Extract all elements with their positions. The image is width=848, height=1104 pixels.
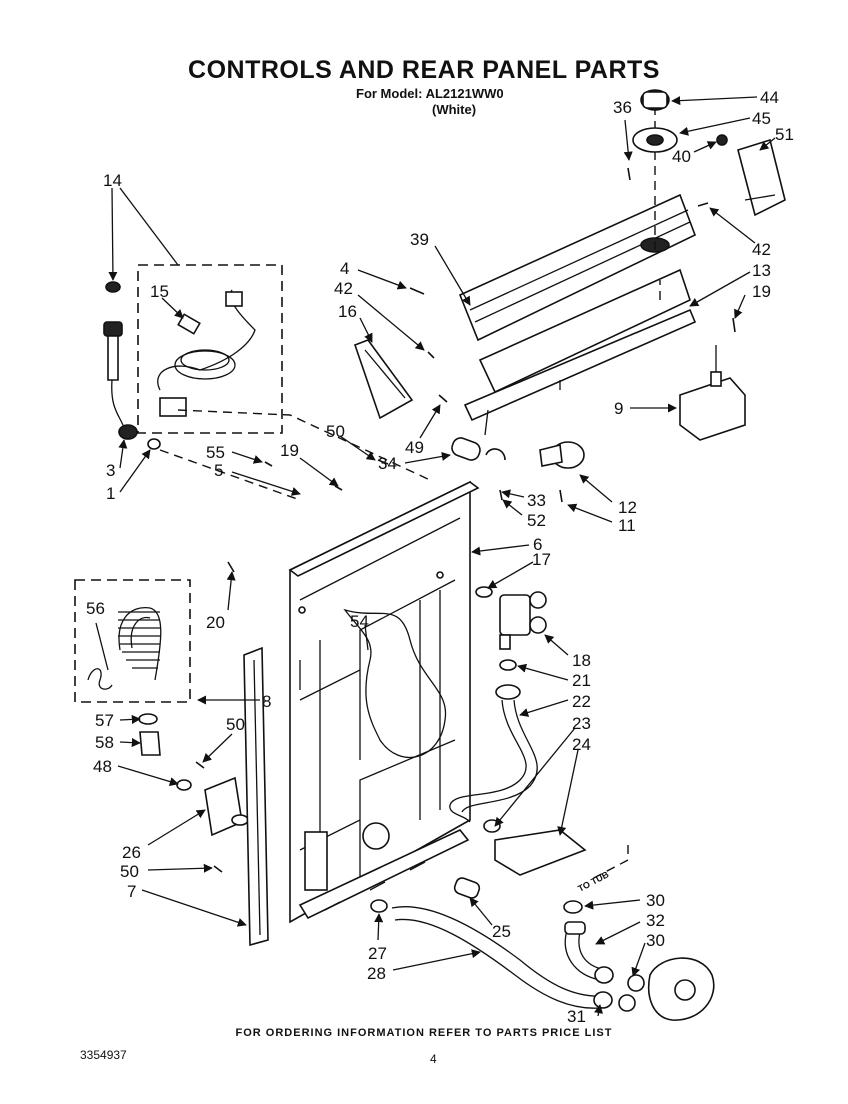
power-cord-box (137, 264, 283, 434)
callout-21: 21 (572, 671, 591, 690)
hose-bracket (204, 776, 249, 837)
callout-50-mid: 50 (226, 715, 245, 734)
cord (103, 281, 301, 501)
bushing (451, 437, 506, 461)
switch (539, 441, 585, 469)
callout-8: 8 (262, 692, 271, 711)
callout-54: 54 (350, 612, 369, 631)
callout-7: 7 (127, 882, 136, 901)
callout-11: 11 (618, 516, 636, 535)
end-cap (716, 134, 786, 217)
callout-17: 17 (532, 550, 551, 569)
callout-45: 45 (752, 109, 771, 128)
callout-56: 56 (86, 599, 105, 618)
screws (195, 167, 736, 873)
callout-36: 36 (613, 98, 632, 117)
callout-30-bottom: 30 (646, 931, 665, 950)
callout-50-top: 50 (326, 422, 345, 441)
callout-14: 14 (103, 171, 122, 190)
callout-44: 44 (760, 88, 779, 107)
callout-34: 34 (378, 454, 397, 473)
callout-30-top: 30 (646, 891, 665, 910)
callout-33: 33 (527, 491, 546, 510)
pump-connection (563, 845, 715, 1021)
callout-6: 6 (533, 535, 542, 554)
callout-1: 1 (106, 484, 115, 503)
callout-52: 52 (527, 511, 546, 530)
callout-22: 22 (572, 692, 591, 711)
callout-39: 39 (410, 230, 429, 249)
callout-19-right: 19 (752, 282, 771, 301)
callout-50-bottom: 50 (120, 862, 139, 881)
callout-57: 57 (95, 711, 114, 730)
callout-58: 58 (95, 733, 114, 752)
leader-lines (95, 96, 776, 1017)
clamp-ring (370, 899, 388, 913)
callout-51: 51 (775, 125, 794, 144)
color-label: (White) (432, 102, 477, 117)
callout-27: 27 (368, 944, 387, 963)
callout-24: 24 (572, 735, 591, 754)
timer-knob (632, 89, 678, 153)
inlet-valve (475, 586, 547, 671)
drain-hose-box (74, 579, 191, 703)
callout-26: 26 (122, 843, 141, 862)
rear-panel (288, 480, 480, 924)
callout-42-left: 42 (334, 279, 353, 298)
drain-pump (483, 819, 587, 876)
callout-25: 25 (492, 922, 511, 941)
callout-15: 15 (150, 282, 169, 301)
callout-32: 32 (646, 911, 665, 930)
callout-16: 16 (338, 302, 357, 321)
callout-42-right: 42 (752, 240, 771, 259)
tub-hose (391, 906, 606, 1009)
cap (353, 339, 414, 420)
callout-12: 12 (618, 498, 637, 517)
callout-20: 20 (206, 613, 225, 632)
callout-40: 40 (672, 147, 691, 166)
page-title: CONTROLS AND REAR PANEL PARTS (188, 56, 660, 84)
callout-4: 4 (340, 259, 349, 278)
fill-hose (449, 684, 538, 823)
callout-3: 3 (106, 461, 115, 480)
side-strip (243, 646, 269, 947)
to-tub-label: TO TUB (576, 869, 611, 894)
callout-labels: 44 45 36 40 51 42 13 19 9 12 11 39 4 42 … (86, 88, 794, 1026)
timer (679, 345, 746, 441)
hose-clamp (453, 877, 481, 899)
callout-5: 5 (214, 461, 223, 480)
callout-13: 13 (752, 261, 771, 280)
drain-fittings (138, 713, 192, 791)
callout-18: 18 (572, 651, 591, 670)
document-number: 3354937 (80, 1048, 127, 1062)
callout-49: 49 (405, 438, 424, 457)
model-label: For Model: AL2121WW0 (356, 86, 504, 101)
page-number: 4 (430, 1052, 437, 1066)
callout-31: 31 (567, 1007, 586, 1026)
callout-9: 9 (614, 399, 623, 418)
ordering-note: FOR ORDERING INFORMATION REFER TO PARTS … (235, 1027, 613, 1039)
callout-48: 48 (93, 757, 112, 776)
bottom-bracket (298, 829, 470, 920)
control-console (458, 100, 697, 436)
callout-23: 23 (572, 714, 591, 733)
callout-55: 55 (206, 443, 225, 462)
callout-28: 28 (367, 964, 386, 983)
callout-19-left: 19 (280, 441, 299, 460)
